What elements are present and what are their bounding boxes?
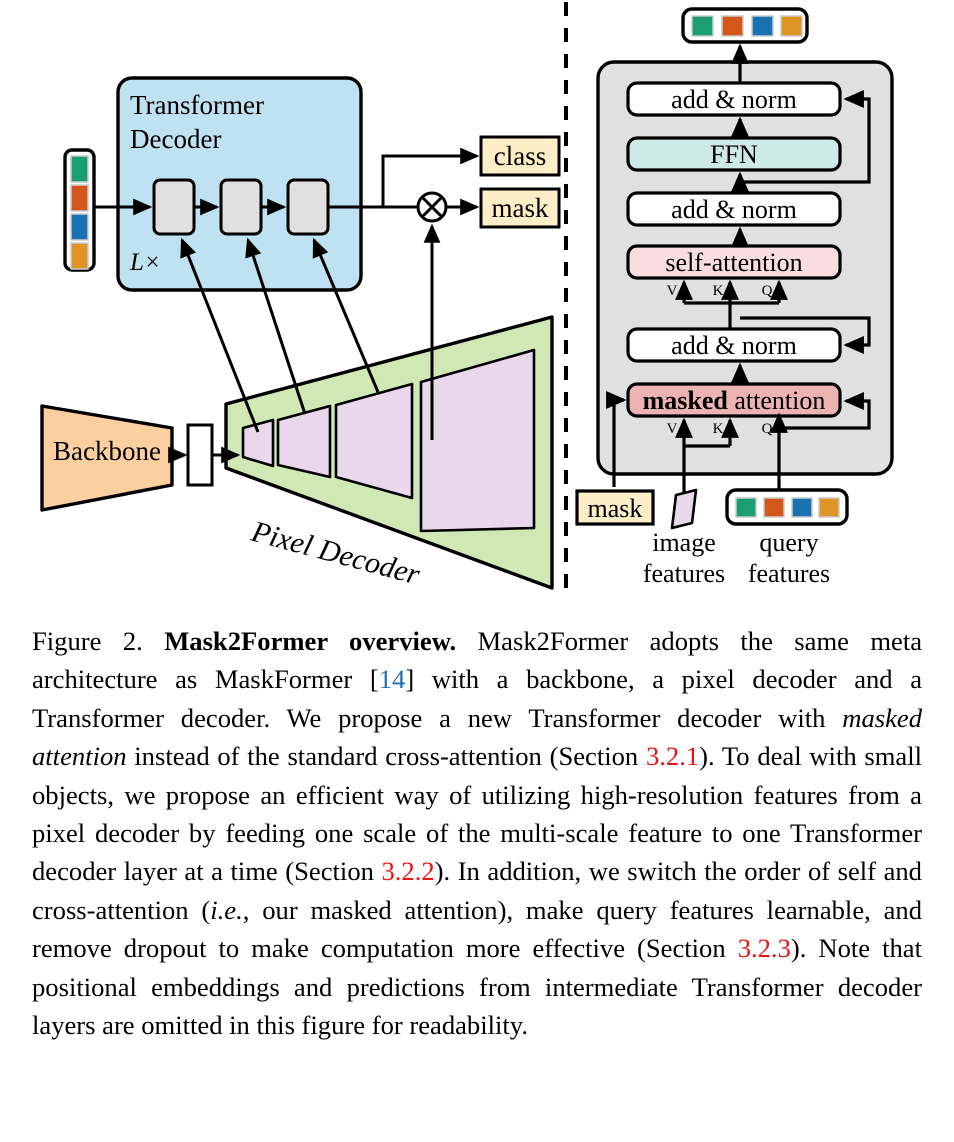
block-label-add-norm-mid: add & norm [671, 195, 797, 224]
caption-citation-14[interactable]: 14 [378, 664, 406, 695]
query-features-left-box [63, 148, 96, 272]
svg-text:masked attention: masked attention [643, 386, 826, 415]
backbone-label: Backbone [53, 436, 161, 466]
input-query-swatch-4 [818, 497, 840, 518]
output-label-class: class [494, 141, 546, 171]
block-add-norm-bottom: add & norm [626, 327, 842, 363]
transformer-decoder-title-line1: Transformer [130, 90, 264, 120]
query-features-input-box [725, 488, 849, 526]
arrow-featuremap2-to-layer2 [245, 237, 307, 415]
caption-s3: instead of the standard cross-attention … [126, 741, 646, 772]
input-query-swatch-2 [763, 497, 785, 518]
decoder-layer-1 [152, 178, 196, 236]
query-color-swatch-4 [70, 242, 89, 270]
caption-s4: ). To deal with small objects, we propos… [32, 741, 922, 887]
mask-input-label: mask [588, 494, 643, 523]
backbone-output-rect [186, 423, 214, 487]
feature-map-4 [419, 348, 536, 533]
repeat-count-label: L× [129, 249, 161, 276]
query-color-swatch-3 [70, 213, 89, 241]
output-query-swatch-2 [721, 15, 744, 37]
output-query-swatch-3 [751, 15, 774, 37]
output-box-mask: mask [479, 187, 561, 229]
residual-selfattn-skip [740, 316, 871, 354]
block-label-masked-rest: attention [728, 386, 825, 415]
caption-ie-italic: i.e. [210, 894, 243, 925]
feature-map-1 [241, 418, 275, 468]
caption-s7: ). Note that positional embeddings and p… [32, 933, 923, 1041]
block-ffn: FFN [626, 136, 842, 172]
block-label-add-norm-top: add & norm [671, 85, 797, 114]
caption-s6: , our masked attention), make query feat… [32, 894, 922, 964]
self-attn-v-label: V [667, 283, 678, 299]
block-label-ffn: FFN [710, 140, 758, 169]
block-label-self-attention: self-attention [665, 248, 802, 277]
caption-title: Mask2Former overview. [164, 626, 457, 656]
masked-attn-q-label: Q [762, 421, 773, 437]
arrow-mask-into-masked-attention [606, 391, 627, 487]
query-features-output-box [681, 7, 809, 44]
feature-map-3 [334, 382, 414, 500]
caption-section-ref-323[interactable]: 3.2.3 [737, 933, 791, 964]
query-color-swatch-2 [70, 184, 89, 212]
caption-figure-number: Figure 2. [32, 626, 143, 656]
caption-masked-attention-italic: masked attention [32, 702, 922, 772]
residual-ffn-skip [740, 90, 871, 184]
masked-attn-k-label: K [713, 421, 724, 437]
multiply-operator [416, 191, 448, 223]
output-label-mask: mask [492, 193, 549, 223]
arrow-featuremap1-to-layer1 [180, 237, 260, 433]
caption-s1: Mask2Former adopts the same meta archite… [32, 626, 923, 695]
decoder-layer-3 [286, 178, 330, 236]
image-features-label-line1: image [652, 528, 716, 557]
decoder-layer-2 [219, 178, 263, 236]
figure-diagram: Pixel Decoder Backbone Transformer Decod… [40, 2, 894, 600]
input-query-swatch-1 [735, 497, 757, 518]
transformer-decoder-title-line2: Decoder [130, 124, 221, 154]
block-masked-attention: masked attention [626, 382, 842, 418]
backbone-shape: Backbone [40, 404, 174, 512]
image-features-label-line2: features [643, 559, 725, 588]
output-box-class: class [479, 135, 561, 177]
residual-maskedattn-skip [779, 392, 871, 430]
image-features-glyph [670, 488, 698, 530]
self-attn-k-label: K [713, 283, 724, 299]
self-attn-q-label: Q [762, 283, 773, 299]
block-add-norm-mid: add & norm [626, 191, 842, 227]
caption-s5: ). In addition, we switch the order of s… [32, 856, 922, 925]
query-features-label-line1: query [759, 528, 818, 557]
block-label-add-norm-bottom: add & norm [671, 331, 797, 360]
query-color-swatch-1 [70, 155, 89, 183]
input-query-swatch-3 [791, 497, 813, 518]
query-features-label-line2: features [748, 559, 830, 588]
output-query-swatch-4 [780, 15, 803, 37]
feature-map-2 [276, 404, 332, 479]
block-self-attention: self-attention [626, 244, 842, 280]
masked-attn-v-label: V [667, 421, 678, 437]
mask-input-box: mask [575, 489, 655, 526]
caption-s2: ] with a backbone, a pixel decoder and a… [32, 664, 923, 733]
output-query-swatch-1 [691, 15, 714, 37]
arrow-to-class [381, 147, 480, 207]
caption-section-ref-322[interactable]: 3.2.2 [381, 856, 435, 887]
arrow-featuremap3-to-layer3 [312, 237, 380, 393]
block-label-masked-bold: masked [643, 386, 729, 415]
block-add-norm-top: add & norm [626, 81, 842, 117]
figure-caption: Figure 2. Mask2Former overview. Mask2For… [32, 622, 922, 1044]
caption-section-ref-321[interactable]: 3.2.1 [645, 741, 700, 772]
